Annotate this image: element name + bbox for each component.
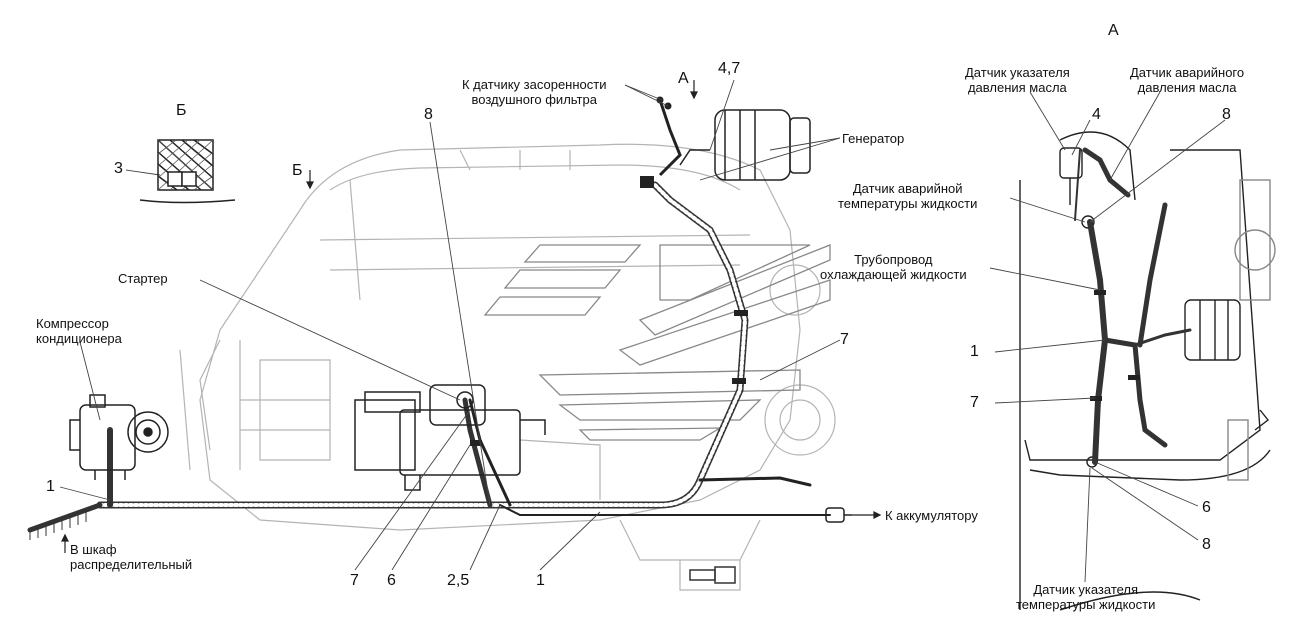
oil-alarm-sensor-label: Датчик аварийного давления масла [1130, 65, 1244, 95]
view-b-title: Б [176, 102, 187, 119]
air-filter-sensor-line2: воздушного фильтра [471, 92, 597, 107]
view-b-detail [139, 139, 236, 204]
harness-clamps [470, 176, 748, 446]
generator [679, 109, 811, 181]
air-filter-sensor-line1: К датчику засоренности [462, 77, 607, 92]
coolant-pipe-line2: охлаждающей жидкости [820, 267, 967, 282]
battery-label: К аккумулятору [885, 508, 978, 523]
coolant-pipe-label: Трубопровод охлаждающей жидкости [820, 252, 967, 282]
callout-1-bottom: 1 [536, 572, 545, 589]
generator-label: Генератор [842, 131, 905, 146]
oil-gauge-line1: Датчик указателя [965, 65, 1070, 80]
coolant-pipe-line1: Трубопровод [854, 252, 933, 267]
oil-gauge-sensor-label: Датчик указателя давления масла [965, 65, 1070, 95]
cabinet-line1: В шкаф [70, 542, 117, 557]
view-a-detail [1019, 131, 1276, 611]
coolant-alarm-sensor-label: Датчик аварийной температуры жидкости [838, 181, 977, 211]
view-a-clamps [1090, 290, 1140, 401]
coolant-alarm-line2: температуры жидкости [838, 196, 978, 211]
starter [354, 384, 546, 491]
temp-gauge-line1: Датчик указателя [1033, 582, 1139, 597]
callout-6-bottom: 6 [387, 572, 396, 589]
callout-2-5: 2,5 [447, 572, 470, 589]
leader-lines [59, 79, 841, 571]
starter-label: Стартер [118, 271, 168, 286]
callout-8-main: 8 [424, 106, 433, 123]
view-a-leaders [989, 91, 1226, 583]
view-a-harness [1074, 147, 1192, 465]
compressor-label: Компрессор кондиционера [36, 316, 122, 346]
callout-4-7: 4,7 [718, 60, 741, 77]
callout-8-a-bottom: 8 [1202, 536, 1211, 553]
compressor-line1: Компрессор [36, 316, 109, 331]
callout-3: 3 [114, 160, 123, 177]
cabinet-label: В шкаф распределительный [70, 542, 192, 572]
callout-4-a: 4 [1092, 106, 1101, 123]
temp-gauge-sensor-label: Датчик указателя температуры жидкости [1016, 582, 1155, 612]
ac-compressor [69, 394, 169, 480]
oil-alarm-line2: давления масла [1137, 80, 1237, 95]
engine-outline [179, 143, 836, 591]
callout-7-bottom: 7 [350, 572, 359, 589]
callout-7-a: 7 [970, 394, 979, 411]
view-b-arrow-label: Б [292, 162, 303, 179]
watermark-logo [483, 244, 831, 441]
battery-terminal [825, 507, 852, 523]
air-filter-sensor-label: К датчику засоренности воздушного фильтр… [462, 77, 606, 107]
callout-6-a: 6 [1202, 499, 1211, 516]
view-a-arrow-label: А [678, 70, 689, 87]
oil-alarm-line1: Датчик аварийного [1130, 65, 1245, 80]
oil-gauge-line2: давления масла [967, 80, 1067, 95]
main-harness [27, 181, 831, 533]
callout-7-mid: 7 [840, 331, 849, 348]
coolant-alarm-line1: Датчик аварийной [852, 181, 963, 196]
cabinet-line2: распределительный [70, 557, 193, 572]
view-a-title: А [1108, 22, 1119, 39]
temp-gauge-line2: температуры жидкости [1016, 597, 1156, 612]
compressor-line2: кондиционера [36, 331, 122, 346]
view-arrows [61, 80, 882, 553]
callout-8-a-top: 8 [1222, 106, 1231, 123]
lower-connector [689, 566, 736, 584]
callout-1-left: 1 [46, 478, 55, 495]
cabinet-wires [29, 512, 87, 540]
air-filter-sensor-wire [656, 96, 682, 177]
callout-1-a: 1 [970, 343, 979, 360]
